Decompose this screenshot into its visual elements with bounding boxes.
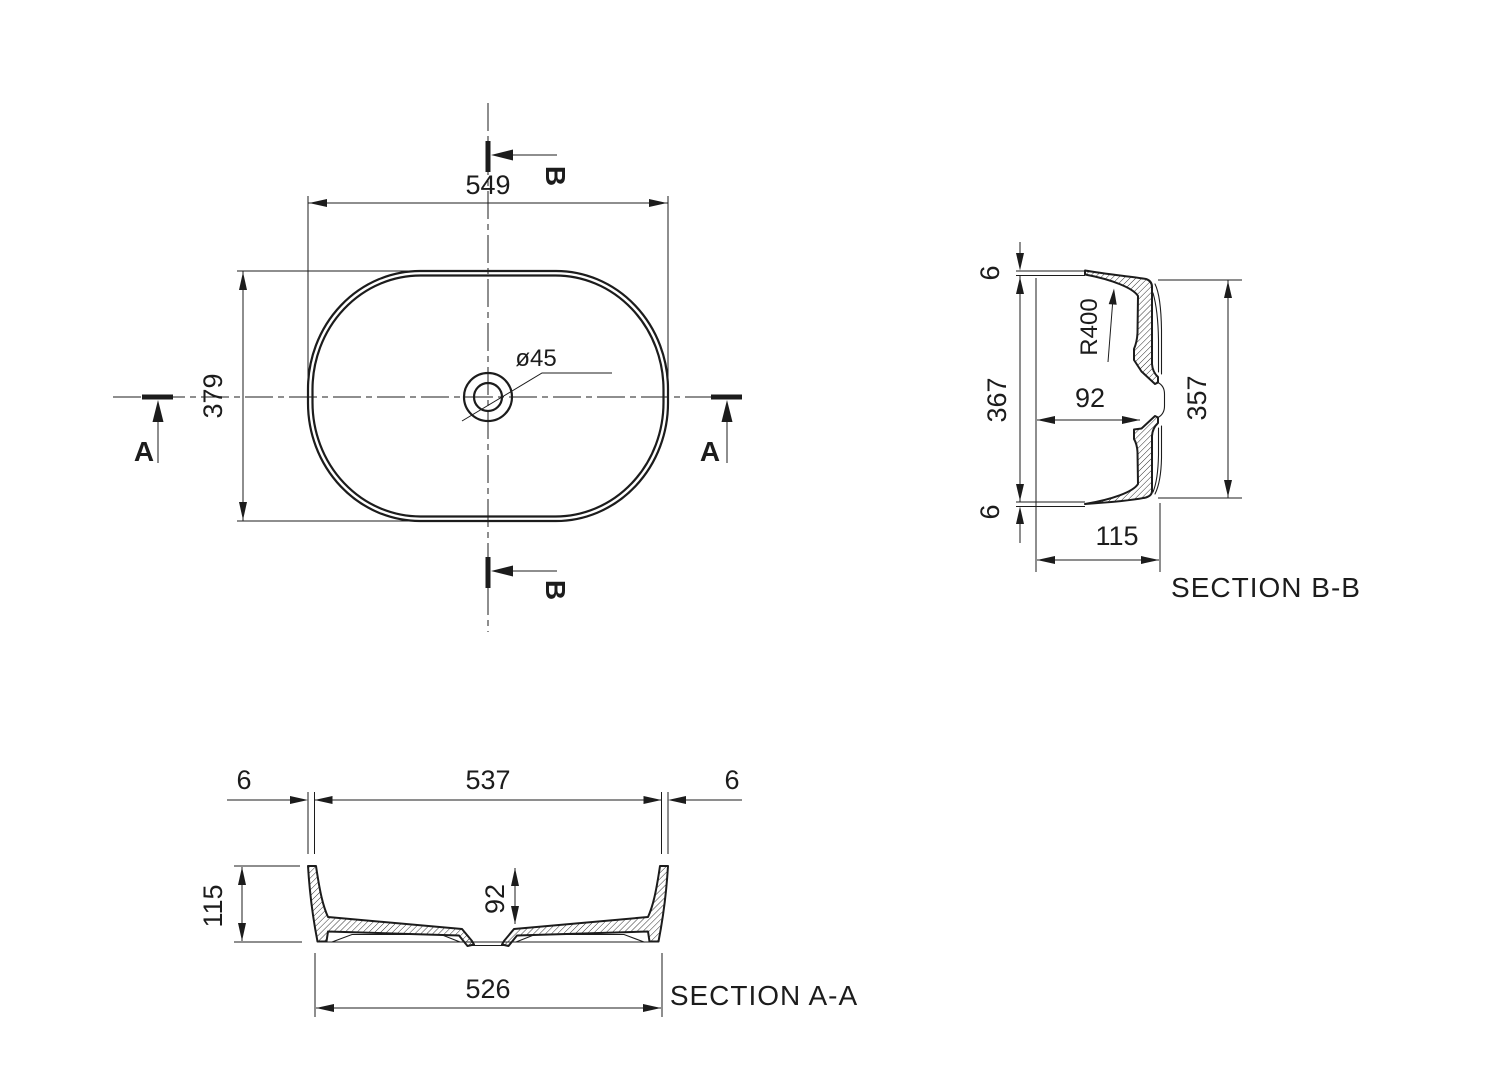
bowl-depth-dimension: 357 [1182,375,1212,420]
section-letter-b: B [540,580,571,600]
inner-height-dimension: 92 [480,884,510,914]
overall-height-dimension: 115 [198,884,228,927]
arrowhead [290,796,308,804]
drain-boss-detail [1157,381,1166,419]
section-bb-label: SECTION B-B [1171,572,1361,603]
base-width-dimension: 526 [465,974,510,1004]
arrowhead [643,1004,661,1012]
drain-leader-line [461,372,612,422]
arrowhead [1224,281,1232,298]
arrowhead [238,867,246,885]
section-letter-b: B [540,166,571,186]
shell-detail-line [1152,427,1160,493]
arrowhead [1016,506,1024,524]
arrowhead [668,796,686,804]
section-letter-a: A [700,436,720,467]
rim-left-dimension: 6 [236,765,251,795]
plan-view: ø45 549 379 B B [113,103,742,632]
section-aa-label: SECTION A-A [670,980,858,1011]
arrowhead [1016,277,1024,294]
arrowhead [511,906,519,924]
arrowhead [1037,416,1055,424]
section-marker-a-right: A [700,394,742,467]
inner-depth-dimension: 367 [982,377,1012,422]
base-groove-right [515,933,645,943]
arrowhead [649,199,667,207]
section-arrowhead [721,400,733,422]
inner-height-dimension: 92 [1075,383,1105,413]
section-aa-view: 6 537 6 115 92 526 SECTION A-A [198,765,858,1017]
section-marker-b-bottom: B [485,557,571,600]
rim-top-dimension: 6 [975,265,1005,280]
arrowhead [1122,416,1140,424]
section-marker-a-left: A [134,394,173,467]
rim-bottom-dimension: 6 [975,504,1005,519]
section-aa-left-cut [307,865,475,947]
width-dimension: 549 [465,170,510,200]
arrowhead [511,868,519,886]
radius-dimension: R400 [1076,298,1103,355]
arrowhead [309,199,327,207]
section-marker-b-top: B [485,141,571,186]
shell-detail-line [1154,283,1163,375]
arrowhead [1224,480,1232,497]
section-arrowhead [152,400,164,422]
depth-dimension: 379 [198,373,228,418]
section-bb-view: 6 367 6 357 R400 92 115 [975,242,1361,603]
arrowhead [316,1004,334,1012]
shell-detail-line [1154,425,1163,495]
shell-detail-line [1152,292,1160,373]
drain-dimension: ø45 [515,345,556,372]
arrowhead [1016,253,1024,271]
base-groove-left [331,933,461,943]
section-letter-a: A [134,436,154,467]
arrowhead [239,502,247,520]
basin-inner-outline [311,274,665,518]
inner-width-dimension: 537 [465,765,510,795]
arrowhead [643,796,662,804]
leader-arrowhead [1108,288,1117,305]
arrowhead [314,796,333,804]
arrowhead [1016,484,1024,501]
overall-height-dimension: 115 [1095,521,1138,551]
arrowhead [238,923,246,941]
basin-outer-outline [306,269,670,523]
section-arrowhead [491,149,513,161]
section-bb-upper-cut [1084,269,1159,385]
arrowhead [1037,556,1055,564]
section-bb-lower-cut [1084,415,1159,505]
drain-outer-circle [462,371,514,423]
arrowhead [1141,556,1159,564]
section-arrowhead [491,565,513,577]
arrowhead [239,272,247,290]
section-aa-right-cut [501,865,669,947]
rim-right-dimension: 6 [724,765,739,795]
